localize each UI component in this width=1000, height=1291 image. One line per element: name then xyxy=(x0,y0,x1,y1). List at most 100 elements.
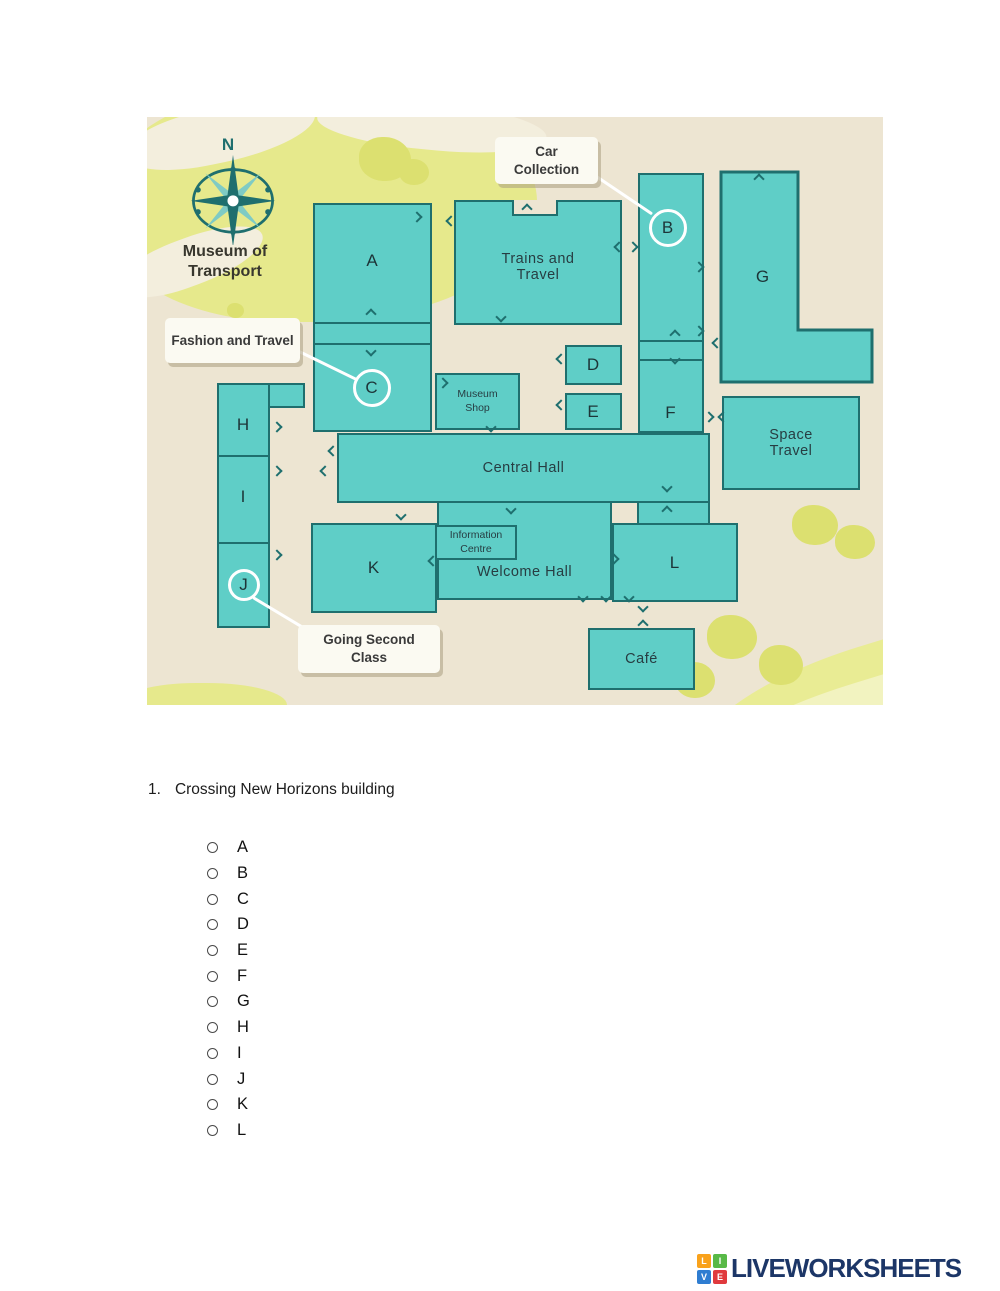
door-icon xyxy=(271,549,283,561)
question-text: Crossing New Horizons building xyxy=(174,781,395,798)
option-label-E: E xyxy=(237,941,249,960)
option-row-D[interactable]: D xyxy=(207,912,250,938)
building-h-label: H xyxy=(236,415,251,434)
option-radio-I[interactable] xyxy=(207,1047,218,1059)
question-1: 1. Crossing New Horizons building xyxy=(148,781,395,799)
building-b-circle: B xyxy=(649,209,687,247)
building-f-label: F xyxy=(665,403,677,422)
building-museum-shop: Museum Shop xyxy=(435,373,520,430)
question-number: 1. xyxy=(148,781,161,798)
wall-divider xyxy=(639,340,703,342)
building-cafe: Café xyxy=(588,628,695,690)
museum-shop-label: Museum Shop xyxy=(457,388,498,414)
building-central-hall: Central Hall xyxy=(337,433,710,503)
door-icon xyxy=(271,465,283,477)
grass-strip xyxy=(147,683,287,705)
bush xyxy=(759,645,803,685)
option-row-J[interactable]: J xyxy=(207,1066,250,1092)
wall-divider xyxy=(314,322,431,324)
option-label-H: H xyxy=(237,1018,249,1037)
building-c-circle: C xyxy=(353,369,391,407)
building-k: K xyxy=(311,523,437,613)
option-label-A: A xyxy=(237,838,249,857)
callout-car-collection-text: Car Collection xyxy=(513,143,580,177)
option-radio-L[interactable] xyxy=(207,1124,218,1136)
option-radio-C[interactable] xyxy=(207,893,218,905)
option-label-B: B xyxy=(237,864,249,883)
option-label-I: I xyxy=(237,1043,242,1062)
door-icon xyxy=(637,601,649,613)
building-j-label: J xyxy=(239,575,249,594)
map-title: Museum of Transport xyxy=(182,243,268,280)
option-row-B[interactable]: B xyxy=(207,861,250,887)
callout-fashion-travel: Fashion and Travel xyxy=(165,318,300,363)
option-radio-A[interactable] xyxy=(207,842,218,854)
cafe-label: Café xyxy=(625,651,658,667)
building-b-label: B xyxy=(661,218,675,237)
option-radio-H[interactable] xyxy=(207,1022,218,1034)
door-icon xyxy=(627,241,639,253)
option-label-G: G xyxy=(237,992,250,1011)
option-label-J: J xyxy=(237,1069,246,1088)
option-row-F[interactable]: F xyxy=(207,963,250,989)
building-j-circle: J xyxy=(228,569,260,601)
option-row-G[interactable]: G xyxy=(207,989,250,1015)
building-d: D xyxy=(565,345,622,385)
option-radio-E[interactable] xyxy=(207,945,218,957)
option-radio-F[interactable] xyxy=(207,970,218,982)
wall-divider xyxy=(314,343,431,345)
option-label-D: D xyxy=(237,915,249,934)
option-label-F: F xyxy=(237,966,248,985)
door-icon xyxy=(703,411,715,423)
callout-going-second-class: Going Second Class xyxy=(298,625,440,673)
option-label-K: K xyxy=(237,1095,249,1114)
building-c-label: C xyxy=(365,378,379,397)
building-d-label: D xyxy=(586,355,601,374)
door-icon xyxy=(271,421,283,433)
option-radio-J[interactable] xyxy=(207,1073,218,1085)
option-row-I[interactable]: I xyxy=(207,1041,250,1067)
option-radio-D[interactable] xyxy=(207,919,218,931)
compass-north-label: N xyxy=(221,135,235,154)
option-row-H[interactable]: H xyxy=(207,1015,250,1041)
bush xyxy=(227,303,244,318)
corridor-connector xyxy=(637,501,710,525)
logo-square-E: E xyxy=(713,1269,727,1284)
building-a-label: A xyxy=(366,251,379,270)
building-e: E xyxy=(565,393,622,430)
option-row-E[interactable]: E xyxy=(207,938,250,964)
logo-square-I: I xyxy=(713,1253,727,1268)
building-information-centre: Information Centre xyxy=(435,525,517,560)
option-radio-G[interactable] xyxy=(207,996,218,1008)
building-b-f-corridor: F xyxy=(638,173,704,433)
option-row-K[interactable]: K xyxy=(207,1092,250,1118)
information-centre-label: Information Centre xyxy=(449,529,503,555)
option-label-L: L xyxy=(237,1120,247,1139)
option-radio-B[interactable] xyxy=(207,868,218,880)
building-k-label: K xyxy=(367,558,381,577)
bush xyxy=(707,615,757,659)
option-row-C[interactable]: C xyxy=(207,886,250,912)
option-row-L[interactable]: L xyxy=(207,1118,250,1144)
door-icon xyxy=(319,465,331,477)
building-e-label: E xyxy=(587,401,600,421)
callout-going-second-class-text: Going Second Class xyxy=(323,632,415,665)
bush xyxy=(835,525,875,559)
logo-square-V: V xyxy=(697,1269,711,1284)
museum-map: N Museum of Transport A Trains and Trave… xyxy=(147,117,883,705)
space-travel-label: Space Travel xyxy=(769,427,813,459)
liveworksheets-brand-text: LIVEWORKSHEETS xyxy=(731,1253,962,1283)
welcome-hall-label: Welcome Hall xyxy=(476,564,573,580)
option-radio-K[interactable] xyxy=(207,1099,218,1111)
option-row-A[interactable]: A xyxy=(207,835,250,861)
callout-car-collection: Car Collection xyxy=(495,137,598,184)
wall-divider xyxy=(639,359,703,361)
building-g xyxy=(719,170,874,384)
building-i-label: I xyxy=(240,487,247,506)
wall-notch xyxy=(512,200,558,216)
door-icon xyxy=(395,509,407,521)
